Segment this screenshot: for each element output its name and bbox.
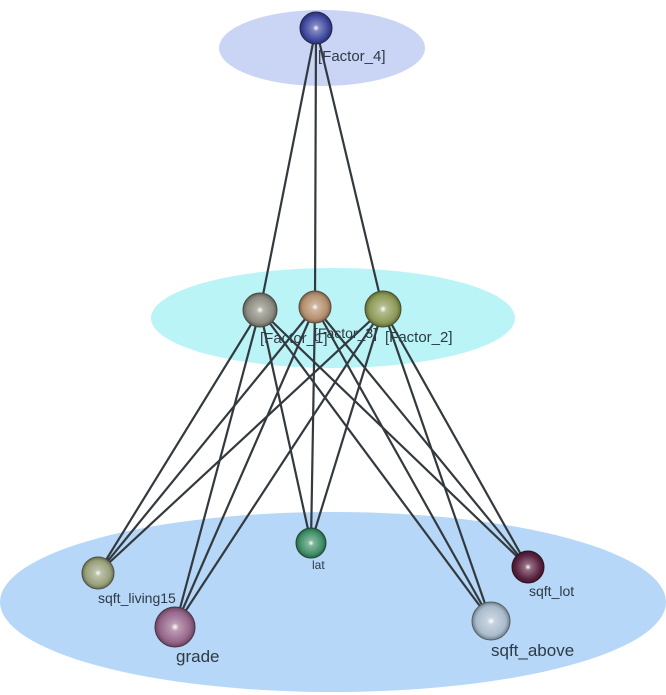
edge-factor2-sqft_above — [381, 307, 493, 623]
node-label-factor1: [Factor_1] — [260, 330, 328, 347]
node-factor4[interactable] — [299, 11, 333, 45]
edge-factor4-factor2 — [314, 26, 385, 311]
node-label-sqft_lot: sqft_lot — [529, 583, 574, 599]
edge-factor3-sqft_living15 — [96, 305, 317, 575]
edge-factor1-lat — [258, 308, 313, 545]
node-label-lat: lat — [312, 558, 325, 572]
edges — [96, 26, 530, 629]
node-label-factor4: [Factor_4] — [318, 48, 386, 65]
node-sqft_above[interactable] — [471, 601, 511, 641]
node-factor1[interactable] — [242, 292, 278, 328]
node-label-grade: grade — [176, 647, 219, 666]
edge-factor3-sqft_lot — [313, 305, 530, 569]
edge-factor3-sqft_above — [313, 305, 493, 623]
node-label-sqft_living15: sqft_living15 — [98, 590, 176, 606]
edge-factor1-sqft_above — [258, 308, 493, 623]
level-plane-top — [219, 10, 425, 86]
edge-factor4-factor3 — [313, 26, 318, 309]
node-label-factor2: [Factor_2] — [385, 329, 453, 346]
edge-factor2-grade — [173, 307, 385, 629]
node-label-sqft_above: sqft_above — [491, 641, 574, 660]
edge-factor3-grade — [173, 305, 317, 629]
node-factor2[interactable] — [364, 290, 402, 328]
node-grade[interactable] — [154, 606, 196, 648]
level-plane-middle — [151, 268, 515, 368]
node-sqft_living15[interactable] — [81, 556, 115, 590]
level-planes — [0, 10, 666, 692]
edge-factor1-sqft_lot — [258, 308, 530, 569]
node-lat[interactable] — [295, 527, 327, 559]
edge-factor2-sqft_lot — [381, 307, 530, 569]
node-sqft_lot[interactable] — [511, 550, 545, 584]
edge-factor1-grade — [173, 308, 262, 629]
edge-factor2-lat — [309, 307, 385, 545]
edge-factor1-sqft_living15 — [96, 308, 262, 575]
edge-factor3-lat — [309, 305, 317, 545]
node-label-factor3: [Factor_3] — [314, 325, 377, 341]
level-plane-bottom — [0, 512, 666, 692]
node-labels: [Factor_4] [Factor_1][Factor_3] [Factor_2]… — [98, 48, 574, 666]
node-factor3[interactable] — [298, 290, 332, 324]
nodes — [81, 11, 545, 648]
edge-factor2-sqft_living15 — [96, 307, 385, 575]
edge-factor4-factor1 — [258, 26, 318, 312]
